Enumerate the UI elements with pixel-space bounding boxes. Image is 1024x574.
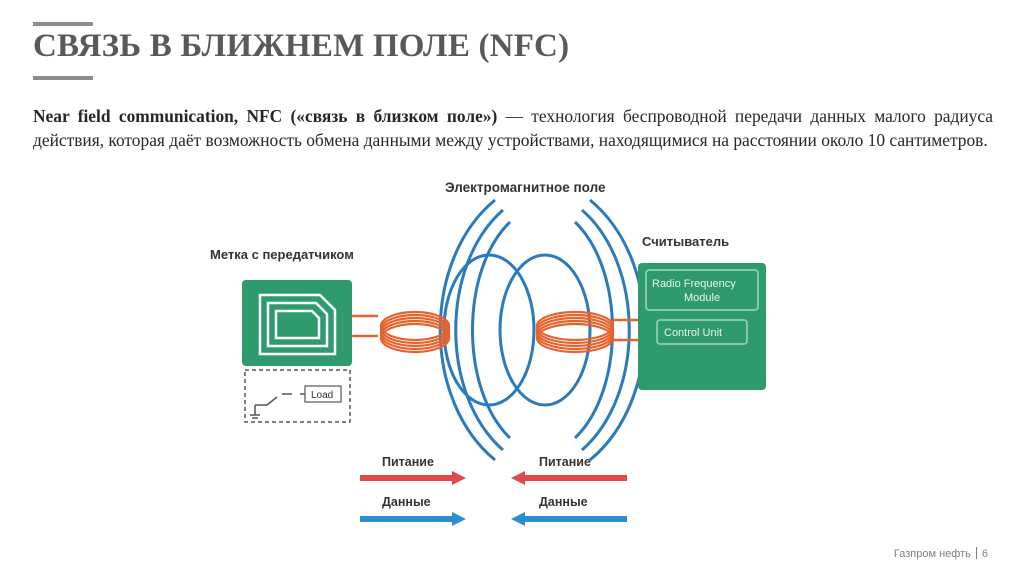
reader-device: Radio Frequency Module Control Unit: [638, 263, 766, 390]
field-arc-left-2: [454, 208, 504, 452]
reader-box: [638, 263, 766, 390]
field-inner-loop-left: [442, 253, 536, 407]
intro-term: Near field communication, NFC («связь в …: [33, 106, 498, 126]
power-arrow-right: [360, 471, 466, 485]
page-number: 6: [981, 548, 988, 560]
field-arc-left-1: [471, 220, 512, 440]
reader-coil: [535, 310, 615, 354]
field-arc-right-3: [589, 198, 647, 462]
reader-label: Считыватель: [642, 234, 729, 249]
field-inner-loop-right: [498, 253, 592, 407]
tag-coil: [379, 310, 451, 354]
field-label: Электромагнитное поле: [445, 180, 606, 195]
load-label: Load: [311, 390, 333, 401]
data-arrow-right: [360, 512, 466, 526]
field-arc-right-2: [581, 208, 631, 452]
title-bottom-bar: [33, 76, 93, 80]
nfc-diagram: Электромагнитное поле Метка с передатчик…: [210, 180, 766, 526]
power-arrow-left: [511, 471, 627, 485]
load-box: [304, 385, 342, 403]
tag-circuit-box: [244, 369, 351, 423]
power-left-label: Питание: [382, 455, 434, 469]
title-top-bar: [33, 22, 93, 26]
rf-module-box: [645, 269, 759, 311]
tag-wire: [352, 314, 378, 338]
tag-card: [242, 280, 352, 366]
data-arrow-left: [511, 512, 627, 526]
tag-antenna-icon: [258, 293, 337, 356]
switch-icon: [250, 393, 310, 419]
intro-text: — технология беспроводной передачи данны…: [33, 106, 993, 150]
data-left-label: Данные: [382, 495, 431, 509]
footer-company: Газпром нефть: [893, 548, 971, 560]
footer: Газпром нефть 6: [894, 547, 988, 560]
field-lines: [438, 198, 647, 462]
control-unit-box: [656, 319, 748, 345]
field-arc-left-3: [438, 198, 496, 462]
footer-separator: [975, 547, 977, 559]
slide-title: СВЯЗЬ В БЛИЖНЕМ ПОЛЕ (NFC): [33, 28, 570, 64]
data-right-label: Данные: [539, 495, 588, 509]
control-unit-label: Control Unit: [664, 327, 722, 339]
tag-label: Метка с передатчиком: [210, 247, 354, 262]
rf-module-line2: Module: [684, 292, 720, 304]
tag-device: Load: [242, 280, 352, 423]
intro-paragraph: Near field communication, NFC («связь в …: [33, 104, 993, 152]
reader-wire: [613, 318, 638, 342]
power-right-label: Питание: [539, 455, 591, 469]
rf-module-line1: Radio Frequency: [652, 278, 736, 290]
